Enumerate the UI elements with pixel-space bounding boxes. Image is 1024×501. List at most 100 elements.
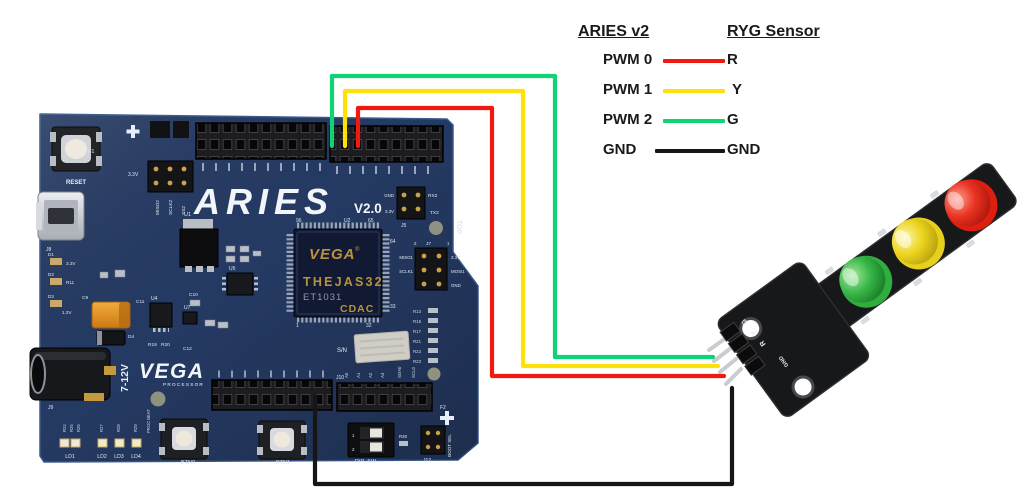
btn1-button (257, 420, 307, 460)
reset-label: RESET (66, 180, 86, 186)
svg-text:3.3V: 3.3V (66, 261, 76, 266)
aries-board: RESET F1 J8 3.3V MISO2 SCLK2 SS2 ARIES V… (29, 113, 479, 466)
svg-text:D3: D3 (48, 294, 54, 299)
serial-sticker (353, 330, 411, 364)
svg-text:R13: R13 (413, 309, 422, 314)
power-led-column: D1 3.3V D2 R11 D3 1.2V (48, 252, 76, 315)
led-pads (824, 190, 976, 325)
j12-label: J12 (423, 458, 431, 464)
j12-header (420, 425, 446, 455)
r20-label: R20 (161, 342, 170, 348)
svg-text:PROC BEAT: PROC BEAT (146, 409, 151, 433)
u4-label: U4 (151, 296, 158, 302)
u7-label: U7 (184, 305, 191, 311)
wires (312, 73, 735, 487)
u5-label: U5 (229, 266, 236, 272)
ryg-sensor-module: G Y R GND (707, 163, 1017, 417)
svg-text:SCL0: SCL0 (411, 366, 416, 378)
btn0-label: BTN0 (181, 460, 195, 466)
j1-header (147, 160, 194, 193)
sensor-pins (707, 336, 743, 386)
dip-sw-label: DIP_SW (355, 459, 377, 465)
aries-logo: ARIES (193, 181, 334, 222)
aux-header (173, 121, 189, 138)
power-range-label: 7-12V (119, 364, 131, 392)
r19-label: R19 (148, 342, 157, 348)
u5-ic (222, 272, 258, 296)
svg-text:A1: A1 (356, 372, 361, 378)
c11-label: C11 (136, 299, 145, 305)
legend-left-header: ARIES v2 (578, 23, 650, 40)
svg-text:2: 2 (352, 447, 355, 452)
svg-text:R26: R26 (76, 424, 81, 432)
btn0-button (159, 418, 209, 460)
legend-row-pwm0: PWM 0 R (570, 51, 890, 71)
dip-switch: 1 2 (347, 422, 395, 458)
top-header-left (195, 122, 327, 160)
d4-label: D4 (128, 334, 134, 340)
status-leds (59, 438, 142, 448)
j7-labels: 2 J7 1 MISO1 SCLK1 3.3V MOSI1 GND (399, 241, 465, 288)
legend-pin-label: GND (727, 141, 761, 158)
status-led-labels: LD1 LD2 LD3 LD4 (65, 454, 141, 460)
svg-text:A0: A0 (344, 372, 349, 378)
boot-sel-label: BOOT SEL (447, 434, 452, 457)
svg-text:A2: A2 (368, 372, 373, 378)
fiducial-f1 (126, 125, 140, 138)
legend-wire-swatch (663, 59, 725, 63)
c12-label: C12 (183, 346, 192, 352)
resistor-column: R13 R16 R17 R21 R22 R23 (413, 308, 438, 364)
round-pad (150, 391, 166, 407)
j9-label: J9 (48, 405, 54, 411)
svg-text:GND: GND (451, 283, 461, 288)
svg-text:GND: GND (384, 193, 394, 198)
legend-row-gnd: GND GND (570, 141, 890, 161)
r30-part (399, 441, 408, 446)
led-red (944, 179, 998, 232)
svg-text:R11: R11 (66, 280, 75, 285)
svg-text:3.3V: 3.3V (451, 255, 460, 260)
chip-name: THEJAS32 (303, 275, 384, 289)
svg-text:U2: U2 (344, 218, 351, 224)
led-yellow (891, 217, 945, 270)
svg-text:R24: R24 (62, 424, 67, 432)
j5-labels: RX2 TX2 GND 3.3V J5 (384, 193, 439, 229)
vega-logo-sub: PROCESSOR (163, 382, 204, 387)
mounting-hole (791, 375, 815, 399)
svg-text:R22: R22 (413, 349, 422, 354)
svg-text:R25: R25 (69, 424, 74, 432)
svg-text:SDA0: SDA0 (397, 366, 402, 378)
legend-row-pwm1: PWM 1 Y (570, 81, 890, 101)
bottom-header-right (336, 382, 433, 412)
thejas32-chip: VEGA ® THEJAS32 ET1031 CDAC (286, 222, 390, 323)
led-green (839, 255, 893, 308)
chip-brand: VEGA (309, 246, 356, 263)
svg-text:A3: A3 (380, 372, 385, 378)
electrolytic-cap (96, 330, 126, 346)
svg-text:33: 33 (390, 304, 396, 310)
svg-text:R21: R21 (413, 339, 422, 344)
wire-gnd-black (312, 385, 735, 487)
aries-version: V2.0 (354, 201, 382, 216)
j7-header (414, 247, 448, 291)
svg-text:LD1: LD1 (65, 454, 75, 460)
j8-label: J8 (46, 247, 52, 253)
analog-pin-labels: A0 A1 A2 A3 SDA0 SCL0 (344, 366, 416, 378)
chip-reg-mark: ® (355, 246, 360, 253)
f1-label: F1 (88, 149, 94, 155)
r30-label: R30 (399, 434, 408, 439)
svg-text:MISO1: MISO1 (399, 255, 413, 260)
round-pad (429, 221, 443, 235)
svg-text:R27: R27 (99, 424, 104, 432)
legend-wire-swatch (663, 89, 725, 93)
c9-label: C9 (82, 295, 88, 301)
fiducial-f2 (440, 411, 454, 425)
j1-3v3-label: 3.3V (128, 172, 139, 178)
svg-text:1.2V: 1.2V (62, 310, 72, 315)
wire-pwm2-green (329, 73, 716, 360)
chip-maker: CDAC (340, 303, 374, 315)
svg-text:R: R (759, 339, 768, 347)
legend-pin-label: Y (732, 81, 743, 98)
legend-signal-label: GND (603, 141, 637, 158)
